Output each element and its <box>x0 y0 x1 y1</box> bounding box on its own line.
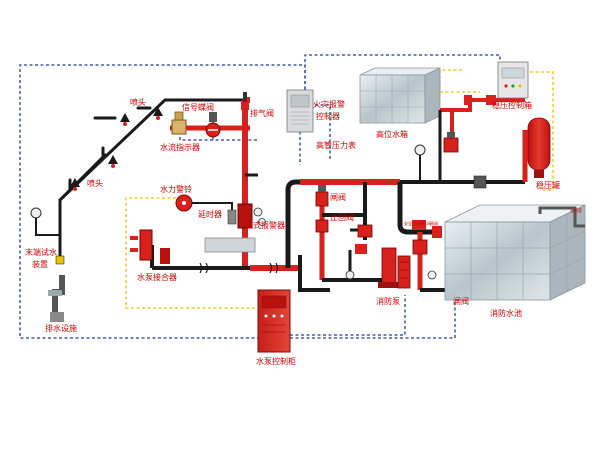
label-delayer: 延时器 <box>198 209 222 219</box>
sprinkler-head-icon <box>153 107 163 120</box>
wet-alarm-valve-icon <box>204 203 266 253</box>
label-gate-valve-upper: 闸阀 <box>330 193 346 202</box>
pump-control-cabinet <box>257 289 291 353</box>
signal-butterfly-valve-icon <box>205 112 221 138</box>
check-valve-icon <box>315 219 329 233</box>
label-sprinkler-head-top: 喷头 <box>130 97 146 107</box>
pressure-tank <box>527 117 551 178</box>
pump-adapter-icon <box>130 229 170 264</box>
pump-room-valve-icon <box>355 220 442 255</box>
high-level-water-tank <box>359 67 441 124</box>
label-drain: 排水设施 <box>45 323 77 333</box>
sprinkler-branch-piping <box>58 98 247 240</box>
label-exhaust-valve: 排气阀 <box>250 108 274 118</box>
label-water-bell: 水力警铃 <box>160 184 192 194</box>
label-signal-butterfly-valve: 信号蝶阀 <box>182 102 214 112</box>
sprinkler-head-icon <box>70 178 80 191</box>
label-water-flow-indicator: 水流指示器 <box>160 142 200 152</box>
end-test-gauge-icon <box>30 207 42 219</box>
tank-valve-icon <box>443 132 459 153</box>
label-end-test-2: 装置 <box>32 259 48 269</box>
label-small-test: 试水阀 <box>419 220 431 226</box>
label-sprinkler-head-bottom: 喷头 <box>87 178 103 188</box>
drain-facility <box>48 275 65 322</box>
label-high-pipe-pressure-gauge: 高管压力表 <box>316 140 356 150</box>
pipe-break-marks <box>199 262 279 274</box>
label-pump-control-cabinet: 水泵控制柜 <box>256 356 296 366</box>
high-pipe-pressure-gauge-icon <box>414 144 426 182</box>
label-fire-alarm-controller-2: 控制器 <box>316 111 340 121</box>
label-pump-adapter: 水泵接合器 <box>137 272 177 282</box>
fire-water-pool <box>444 204 586 301</box>
label-fire-alarm-controller-1: 火灾报警 <box>313 99 345 109</box>
label-small-gate: 闸阀 <box>430 220 438 226</box>
end-test-device <box>30 207 65 265</box>
label-wet-alarm-valve: 湿式报警器 <box>245 220 285 230</box>
pressure-control-box <box>497 61 529 99</box>
label-high-tank: 高位水箱 <box>376 129 408 139</box>
label-gate-valve-lower: 闸阀 <box>453 297 469 306</box>
fire-pump-icon <box>378 247 411 289</box>
pump-room-gauge-icon <box>345 270 437 280</box>
label-small-overflow: 溢流管 <box>570 207 582 213</box>
label-check-valve: 止回阀 <box>330 212 354 222</box>
water-flow-indicator-icon <box>171 111 187 135</box>
label-fire-pump: 消防泵 <box>376 296 400 306</box>
inline-valve-icon <box>464 95 496 189</box>
label-small-relief: 安全泄压阀 <box>404 220 424 226</box>
delayer-icon <box>227 209 237 225</box>
label-end-test-1: 末端试水 <box>25 247 57 257</box>
sprinkler-head-icon <box>108 155 118 168</box>
sprinkler-head-group <box>70 107 163 191</box>
label-fire-pool: 消防水池 <box>490 308 522 318</box>
label-pressure-tank: 稳压罐 <box>536 180 560 190</box>
label-pressure-control-box: 稳压控制箱 <box>492 100 532 110</box>
gate-valve-upper-icon <box>315 185 329 207</box>
exhaust-valve-icon <box>241 92 249 110</box>
sprinkler-head-icon <box>120 113 130 126</box>
fire-alarm-controller <box>286 89 314 133</box>
diagram-labels: 喷头 喷头 信号蝶阀 水流指示器 排气阀 火灾报警 控制器 高位水箱 高管压力表… <box>25 97 582 366</box>
